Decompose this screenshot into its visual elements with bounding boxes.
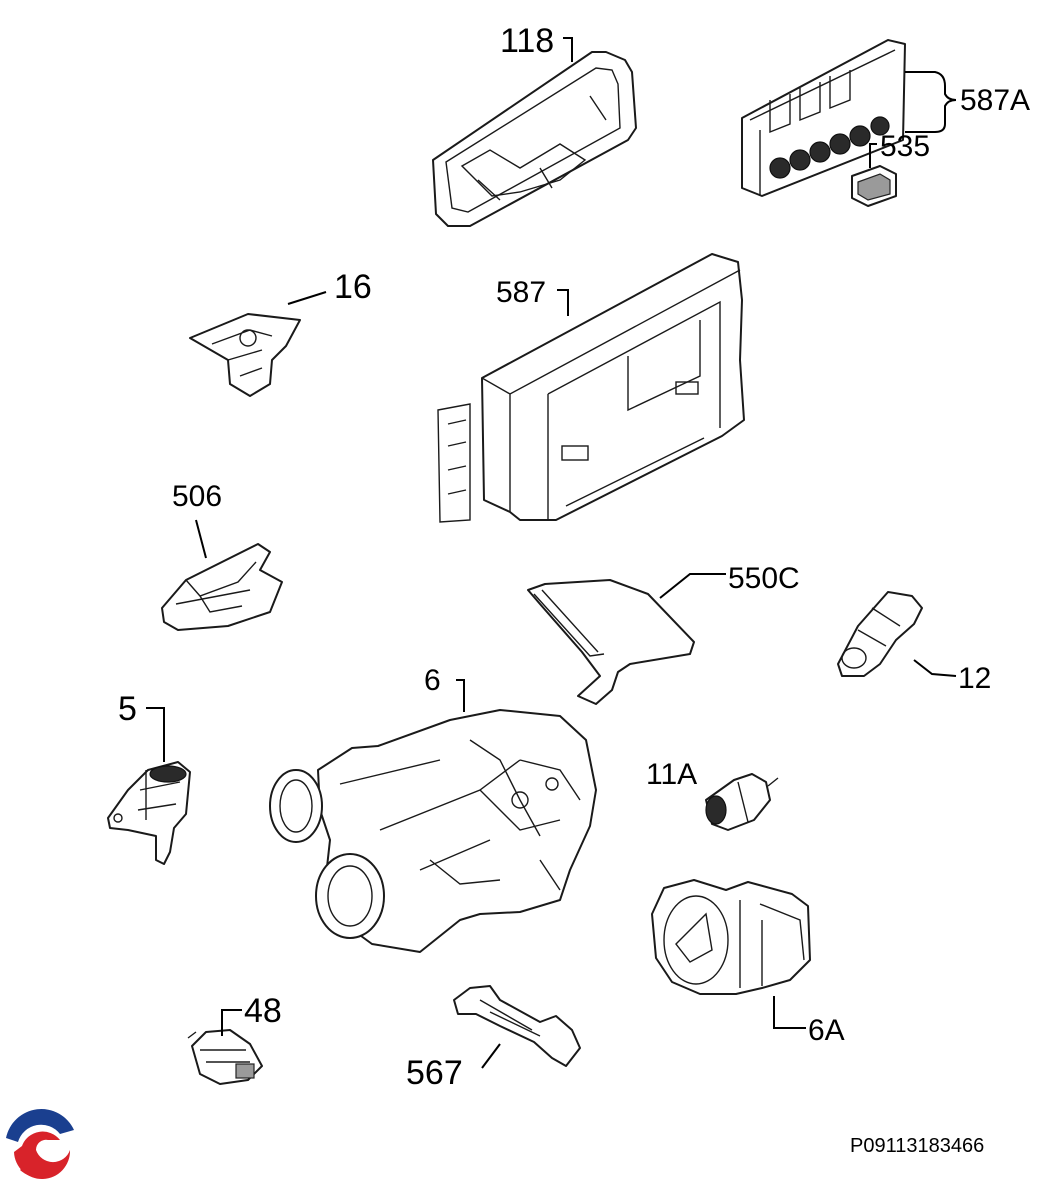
part-number-506: 506 <box>172 480 222 513</box>
label-550c: 550C <box>659 562 800 599</box>
part-number-587: 587 <box>496 276 546 309</box>
part-587-control-module <box>437 253 745 523</box>
label-11a: 11A <box>646 758 697 791</box>
part-535-switch <box>851 165 897 207</box>
label-12: 12 <box>913 659 991 695</box>
part-number-535: 535 <box>880 130 930 163</box>
part-number-16: 16 <box>334 268 372 306</box>
part-118-cover-plate <box>432 51 637 227</box>
part-550c-panel <box>527 579 695 705</box>
label-6: 6 <box>424 664 465 712</box>
display-button-circles <box>769 116 890 179</box>
part-506-latch <box>161 543 283 631</box>
part-number-12: 12 <box>958 662 991 695</box>
label-6a: 6A <box>773 996 845 1047</box>
part-number-6: 6 <box>424 664 441 697</box>
label-506: 506 <box>172 480 222 559</box>
brand-logo <box>0 1106 80 1181</box>
part-12-sensor <box>837 591 923 677</box>
label-5: 5 <box>118 690 165 762</box>
logo-red-swirl <box>14 1131 71 1180</box>
part-567-bracket <box>453 985 581 1067</box>
label-587: 587 <box>496 276 569 316</box>
part-number-5: 5 <box>118 690 137 728</box>
diagram-id: P09113183466 <box>850 1135 984 1157</box>
label-48: 48 <box>221 992 282 1036</box>
part-11a-motor <box>705 773 779 831</box>
part-48-temperature-sensor <box>187 1029 263 1085</box>
part-5-inlet-valve <box>107 761 191 865</box>
part-6-circulation-pump <box>269 709 597 953</box>
label-567: 567 <box>406 1043 501 1092</box>
label-535: 535 <box>869 130 930 168</box>
part-number-587a: 587A <box>960 84 1030 117</box>
part-587a-display-board <box>741 39 906 197</box>
part-number-48: 48 <box>244 992 282 1030</box>
part-16-door-lock <box>189 313 301 397</box>
part-number-118: 118 <box>500 22 554 60</box>
part-6a-drain-pump <box>651 879 811 995</box>
part-number-11a: 11A <box>646 758 697 791</box>
part-number-567: 567 <box>406 1054 463 1092</box>
label-587a: 587A <box>905 71 1030 133</box>
label-118: 118 <box>500 22 573 62</box>
part-number-550c: 550C <box>728 562 800 595</box>
label-16: 16 <box>287 268 372 306</box>
logo-blue-arc <box>6 1109 74 1142</box>
part-number-6a: 6A <box>808 1014 845 1047</box>
